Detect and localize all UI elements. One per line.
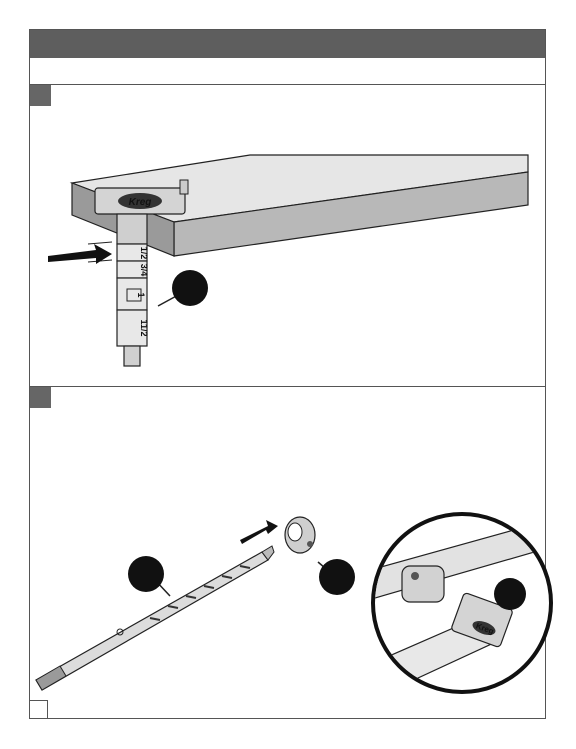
gauge-logo-text: Kreg — [129, 197, 152, 208]
stop-collar-illustration — [285, 517, 315, 553]
gauge-label-three-quarter: 3/4 — [139, 264, 149, 277]
callout-circle-1 — [172, 270, 208, 306]
gauge-label-one: 1 — [136, 292, 146, 297]
detail-magnifier: Kreg — [370, 514, 555, 692]
gauge-label-half: 1/2 — [139, 247, 149, 260]
gauge-label-one-half: 11/2 — [139, 319, 149, 336]
callout-circle-2 — [128, 556, 164, 592]
insert-arrow-icon — [240, 520, 278, 544]
callout-circle-4 — [494, 578, 526, 610]
callout-circle-3 — [319, 559, 355, 595]
push-arrow-icon — [48, 242, 112, 264]
setup-gauge-illustration: Kreg 1/2 3/4 1 11/2 — [95, 180, 188, 366]
